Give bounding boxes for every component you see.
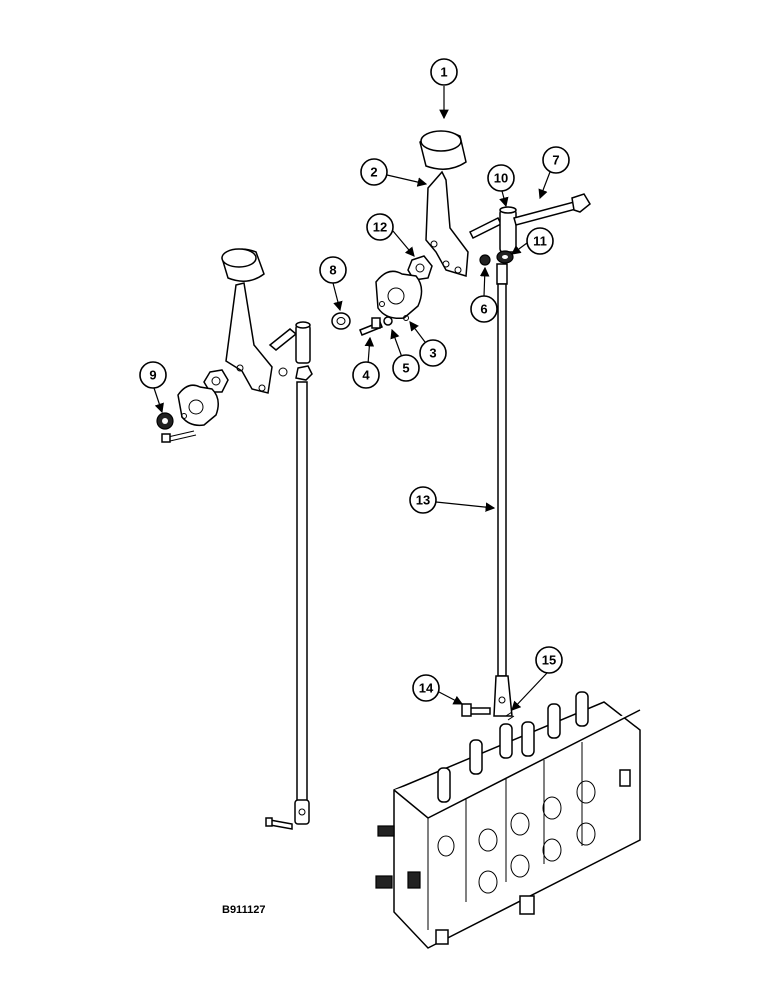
callout-label-2: 2 — [370, 165, 377, 180]
control-valve — [375, 691, 641, 949]
callout-5: 5 — [392, 354, 420, 382]
callout-4: 4 — [352, 361, 380, 389]
callout-label-9: 9 — [149, 368, 156, 383]
callout-8: 8 — [319, 256, 347, 284]
callout-12: 12 — [366, 213, 394, 241]
lever-2 — [425, 170, 469, 277]
callout-label-15: 15 — [542, 653, 556, 668]
left-nut — [203, 369, 229, 393]
callout-label-13: 13 — [416, 493, 430, 508]
callout-label-8: 8 — [329, 263, 336, 278]
callout-14: 14 — [412, 674, 440, 702]
bracket-3 — [375, 270, 423, 320]
nut-12 — [407, 255, 433, 281]
callout-11: 11 — [526, 227, 554, 255]
callout-label-14: 14 — [419, 681, 434, 696]
callout-label-3: 3 — [429, 346, 436, 361]
callout-label-7: 7 — [552, 153, 559, 168]
callouts: 1 2 3 4 5 6 7 8 — [139, 58, 570, 702]
callout-label-11: 11 — [533, 234, 547, 249]
washer-8 — [331, 312, 351, 330]
callout-9: 9 — [139, 361, 167, 389]
bolt-7 — [513, 193, 591, 226]
left-knob — [221, 248, 265, 282]
callout-13: 13 — [409, 486, 437, 514]
clevis-10 — [499, 209, 517, 253]
washer-5 — [383, 316, 393, 326]
left-rod — [296, 381, 308, 803]
callout-15: 15 — [535, 646, 563, 674]
knob-1 — [419, 130, 467, 170]
figure-code: B911127 — [222, 904, 266, 916]
cotter-15 — [505, 711, 515, 721]
callout-label-12: 12 — [373, 220, 387, 235]
callout-2: 2 — [360, 158, 388, 186]
callout-label-10: 10 — [494, 171, 508, 186]
callout-1: 1 — [430, 58, 458, 86]
callout-7: 7 — [542, 146, 570, 174]
right-lever-assembly — [331, 130, 591, 721]
callout-3: 3 — [419, 339, 447, 367]
left-lever — [225, 282, 273, 394]
callout-label-5: 5 — [402, 361, 409, 376]
callout-label-1: 1 — [440, 65, 447, 80]
rod-13 — [497, 283, 507, 677]
callout-6: 6 — [470, 295, 498, 323]
callout-10: 10 — [487, 164, 515, 192]
left-bracket — [177, 384, 219, 427]
callout-label-6: 6 — [480, 302, 487, 317]
pin-14 — [461, 703, 491, 717]
callout-label-4: 4 — [362, 368, 370, 383]
left-lever-assembly — [156, 248, 313, 830]
nut-6 — [479, 254, 491, 266]
